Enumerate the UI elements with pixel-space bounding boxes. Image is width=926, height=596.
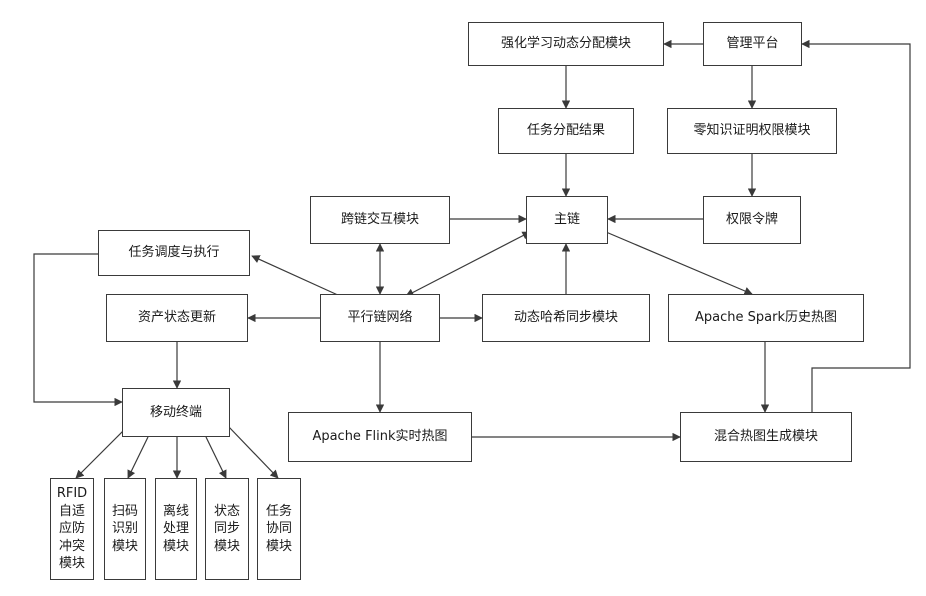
node-main-chain: 主链 [526, 196, 608, 244]
node-mgmt-platform: 管理平台 [703, 22, 802, 66]
node-hybrid-heatmap: 混合热图生成模块 [680, 412, 852, 462]
node-rfid: RFID 自适 应防 冲突 模块 [50, 478, 94, 580]
node-offline: 离线 处理 模块 [155, 478, 197, 580]
node-scan: 扫码 识别 模块 [104, 478, 146, 580]
node-task-result: 任务分配结果 [498, 108, 634, 154]
node-hash-sync: 动态哈希同步模块 [482, 294, 650, 342]
node-zk-module: 零知识证明权限模块 [667, 108, 837, 154]
edge-hybrid-to-mgmt [802, 44, 910, 412]
node-perm-token: 权限令牌 [703, 196, 801, 244]
node-rl-module: 强化学习动态分配模块 [468, 22, 664, 66]
edge-parallel-to-exec [252, 256, 340, 296]
node-flink-heatmap: Apache Flink实时热图 [288, 412, 472, 462]
node-mobile-term: 移动终端 [122, 388, 230, 437]
edge-mobile-to-rfid [76, 426, 128, 478]
edge-mobile-to-taskcoop [228, 426, 278, 478]
node-state-sync: 状态 同步 模块 [205, 478, 249, 580]
node-task-coop: 任务 协同 模块 [257, 478, 301, 580]
node-spark-heatmap: Apache Spark历史热图 [668, 294, 864, 342]
node-parallel-net: 平行链网络 [320, 294, 440, 342]
node-cross-chain: 跨链交互模块 [310, 196, 450, 244]
edge-mobile-to-statesync [206, 437, 226, 478]
node-asset-update: 资产状态更新 [106, 294, 248, 342]
node-task-exec: 任务调度与执行 [98, 230, 250, 276]
edge-mobile-to-scan [128, 437, 148, 478]
